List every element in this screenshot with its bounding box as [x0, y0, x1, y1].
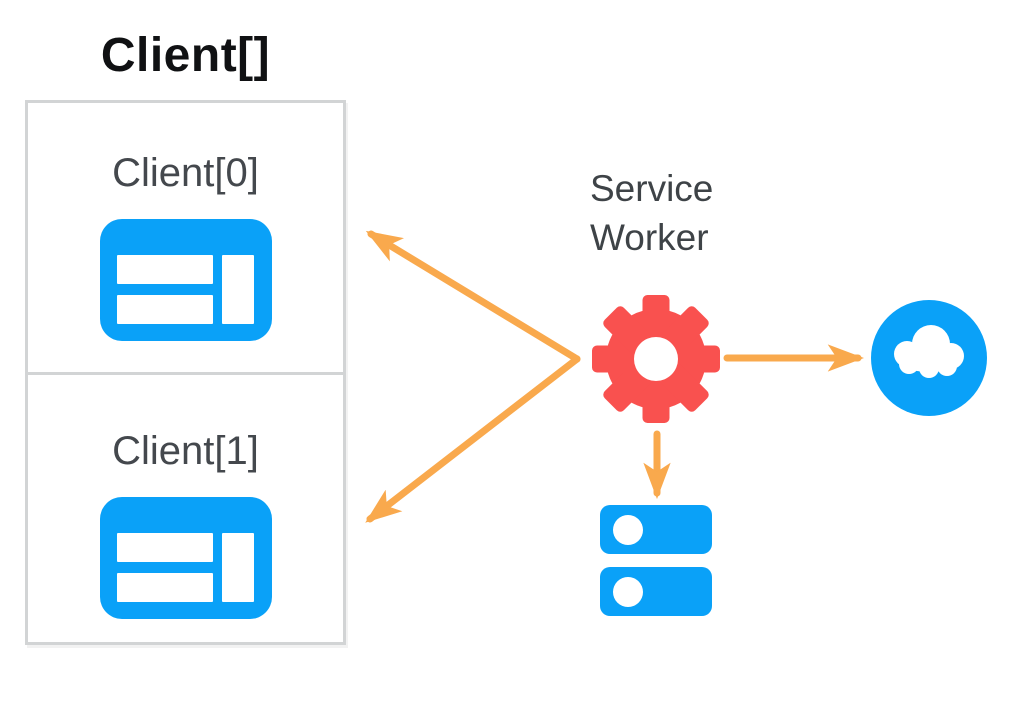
- cloud-shape: [894, 325, 964, 378]
- client-0-section: Client[0]: [28, 103, 343, 372]
- clients-group-box: Client[0] Client[1]: [25, 100, 346, 645]
- browser-window-icon: [99, 497, 272, 619]
- browser-content-row-1: [116, 533, 213, 562]
- gear-hub: [634, 337, 678, 381]
- browser-content-row-1: [116, 255, 213, 284]
- server-stack-icon: [600, 505, 712, 616]
- cloud-icon: [871, 300, 987, 416]
- gear-icon: [592, 295, 720, 423]
- server-unit: [600, 505, 712, 554]
- service-worker-label: Service Worker: [590, 168, 714, 258]
- browser-window-icon: [99, 219, 272, 341]
- arrow-to-client-1: [365, 355, 581, 523]
- server-drive-dot: [613, 514, 643, 545]
- clients-array-title: Client[]: [100, 29, 271, 82]
- browser-sidebar-pane: [221, 255, 254, 324]
- server-drive-dot: [613, 576, 643, 607]
- client-0-label: Client[0]: [112, 151, 259, 195]
- arrow-to-client-0: [365, 230, 581, 363]
- server-unit: [600, 567, 712, 616]
- client-1-label: Client[1]: [112, 429, 259, 473]
- browser-content-row-2: [116, 573, 213, 602]
- browser-sidebar-pane: [221, 533, 254, 602]
- browser-content-row-2: [116, 295, 213, 324]
- client-1-section: Client[1]: [28, 372, 343, 642]
